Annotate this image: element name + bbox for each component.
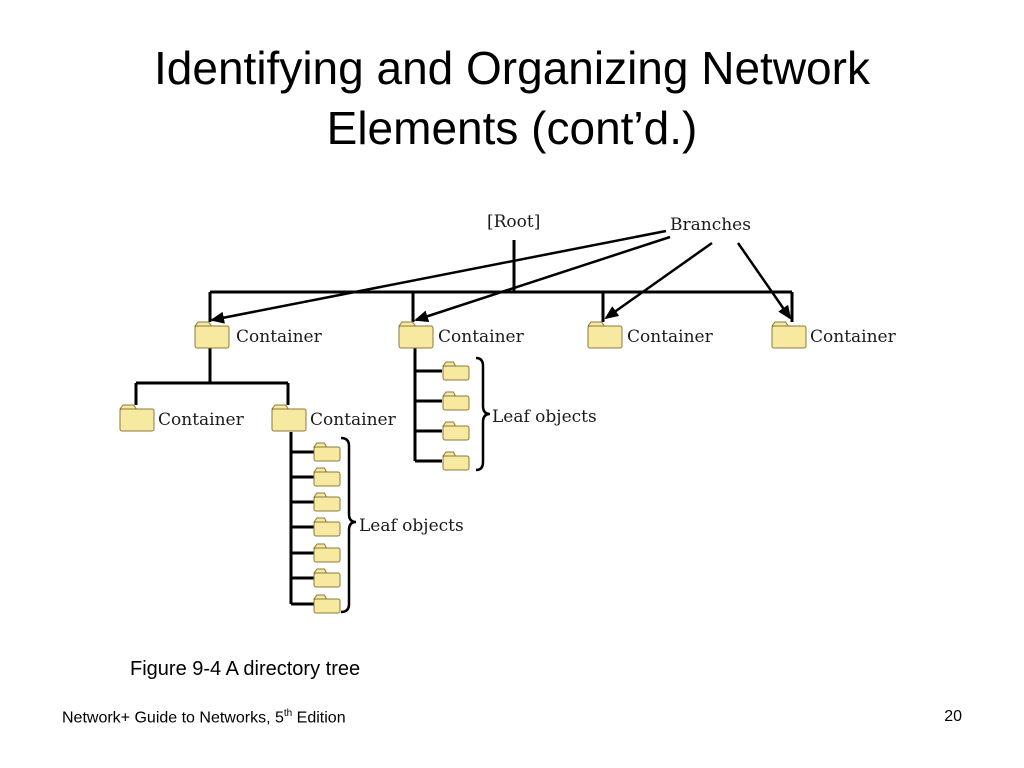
footer-book-title: Network+ Guide to Networks, 5th Edition bbox=[62, 708, 346, 727]
container-label: Container bbox=[438, 327, 525, 347]
folder-icon bbox=[313, 517, 341, 537]
folder-icon bbox=[313, 568, 341, 588]
folder-icon bbox=[313, 594, 341, 614]
leaf-objects-label: Leaf objects bbox=[359, 516, 464, 536]
folder-icon bbox=[771, 321, 807, 349]
folder-icon bbox=[442, 391, 470, 411]
container-label: Container bbox=[236, 327, 323, 347]
right-brace bbox=[475, 356, 491, 472]
folder-icon bbox=[442, 451, 470, 471]
arrow-icon bbox=[210, 229, 667, 324]
arrow-icon bbox=[414, 235, 671, 322]
footer-superscript: th bbox=[283, 708, 293, 719]
footer-text: Network+ Guide to Networks, 5 bbox=[62, 709, 284, 727]
folder-icon bbox=[194, 321, 230, 349]
folder-icon bbox=[271, 404, 307, 432]
folder-icon bbox=[313, 442, 341, 462]
footer-suffix: Edition bbox=[292, 709, 346, 727]
figure-caption: Figure 9-4 A directory tree bbox=[130, 658, 361, 680]
page-number: 20 bbox=[944, 708, 962, 725]
title-line-2: Elements (cont’d.) bbox=[326, 102, 698, 154]
arrow-icon bbox=[736, 242, 792, 320]
container-label: Container bbox=[627, 327, 714, 347]
slide-title: Identifying and Organizing Network Eleme… bbox=[60, 38, 964, 158]
folder-icon bbox=[442, 361, 470, 381]
folder-icon bbox=[313, 467, 341, 487]
tree-lines bbox=[134, 240, 794, 606]
branch-arrows bbox=[210, 229, 792, 324]
right-brace bbox=[340, 436, 357, 614]
container-label: Container bbox=[810, 327, 897, 347]
leaf-objects-label: Leaf objects bbox=[492, 407, 597, 427]
folder-icon bbox=[119, 404, 155, 432]
folder-icon bbox=[398, 321, 434, 349]
folder-icon bbox=[442, 421, 470, 441]
container-label: Container bbox=[158, 410, 245, 430]
container-label: Container bbox=[310, 410, 397, 430]
folder-icon bbox=[587, 321, 623, 349]
arrow-icon bbox=[604, 241, 713, 320]
container-labels: Container Container Container Container … bbox=[158, 327, 897, 430]
folder-icon bbox=[313, 543, 341, 563]
title-line-1: Identifying and Organizing Network bbox=[154, 42, 870, 94]
root-label: [Root] bbox=[487, 212, 540, 232]
folder-icon bbox=[313, 492, 341, 512]
folder-group bbox=[119, 321, 807, 614]
branches-label: Branches bbox=[670, 215, 751, 235]
